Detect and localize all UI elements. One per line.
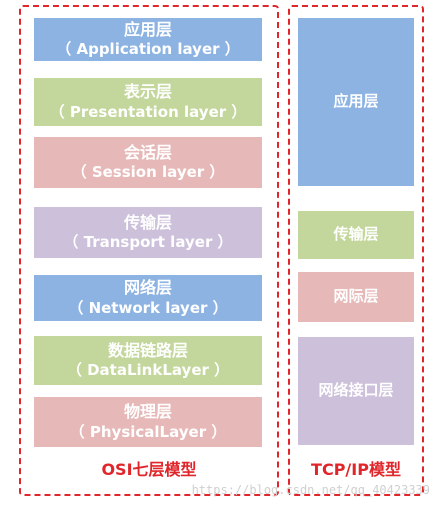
- osi-layer-english: （ Network layer ）: [68, 298, 228, 317]
- osi-layer-name: 应用层: [123, 19, 172, 39]
- tcp-layer-name: 网际层: [333, 287, 379, 306]
- osi-presentation-layer: 表示层 （ Presentation layer ）: [34, 78, 262, 126]
- osi-layer-name: 数据链路层: [107, 340, 188, 360]
- osi-layer-english: （ Application layer ）: [56, 40, 240, 59]
- osi-layer-english: （ PhysicalLayer ）: [69, 422, 227, 441]
- osi-transport-layer: 传输层 （ Transport layer ）: [34, 207, 262, 258]
- tcp-layer-name: 网络接口层: [318, 381, 394, 400]
- osi-layer-english: （ Transport layer ）: [63, 233, 233, 252]
- watermark: https://blog.csdn.net/qq_40423339: [191, 483, 430, 497]
- osi-layer-name: 网络层: [123, 278, 172, 298]
- osi-layer-english: （ Session layer ）: [71, 163, 225, 182]
- osi-application-layer: 应用层 （ Application layer ）: [34, 18, 262, 61]
- osi-layer-name: 传输层: [123, 212, 172, 232]
- tcp-application-layer: 应用层: [298, 18, 414, 186]
- osi-datalink-layer: 数据链路层 （ DataLinkLayer ）: [34, 336, 262, 385]
- tcp-caption: TCP/IP模型: [311, 460, 401, 479]
- tcpip-model-panel: [288, 5, 424, 496]
- tcp-layer-name: 传输层: [333, 225, 379, 244]
- osi-caption: OSI七层模型: [101, 460, 197, 479]
- osi-layer-name: 表示层: [123, 82, 172, 102]
- osi-layer-name: 物理层: [123, 402, 172, 422]
- osi-model-panel: [19, 5, 279, 496]
- tcp-internet-layer: 网际层: [298, 272, 414, 322]
- tcp-layer-name: 应用层: [333, 92, 379, 111]
- tcp-transport-layer: 传输层: [298, 211, 414, 259]
- osi-physical-layer: 物理层 （ PhysicalLayer ）: [34, 397, 262, 447]
- tcp-network-interface-layer: 网络接口层: [298, 337, 414, 445]
- osi-layer-name: 会话层: [123, 142, 172, 162]
- osi-layer-english: （ DataLinkLayer ）: [66, 361, 230, 380]
- osi-network-layer: 网络层 （ Network layer ）: [34, 275, 262, 321]
- osi-layer-english: （ Presentation layer ）: [49, 102, 247, 121]
- osi-session-layer: 会话层 （ Session layer ）: [34, 137, 262, 188]
